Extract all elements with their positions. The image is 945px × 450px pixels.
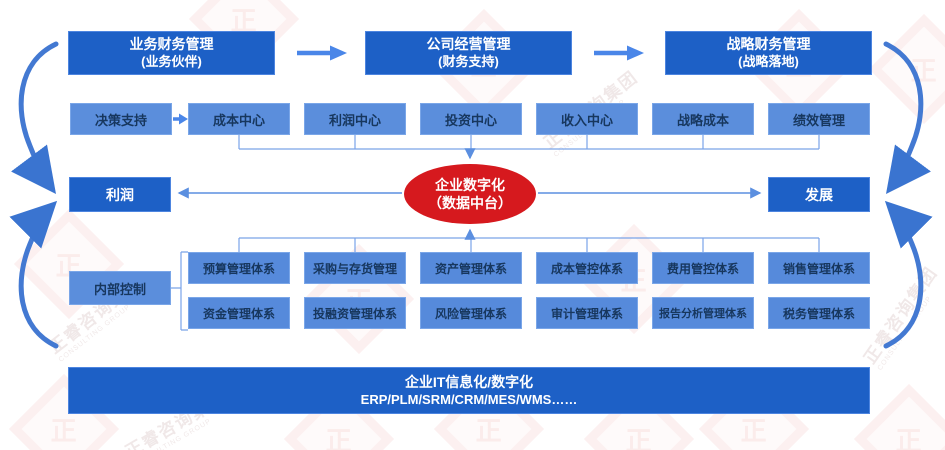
box-sales-system: 销售管理体系 bbox=[768, 252, 870, 284]
box-company-operation: 公司经营管理 (财务支持) bbox=[365, 31, 572, 75]
box-strategic-finance: 战略财务管理 (战略落地) bbox=[665, 31, 872, 75]
box-budget-system: 预算管理体系 bbox=[188, 252, 290, 284]
box-profit-center: 利润中心 bbox=[304, 103, 406, 135]
box-title: 战略财务管理 bbox=[726, 36, 811, 53]
hub-line2: （数据中台） bbox=[428, 195, 512, 211]
hub-digitalization: 企业数字化 （数据中台） bbox=[404, 164, 536, 224]
box-title: 公司经营管理 bbox=[426, 36, 511, 53]
box-capital-system: 资金管理体系 bbox=[188, 297, 290, 329]
box-cost-control-system: 成本管控体系 bbox=[536, 252, 638, 284]
flow-arrow-2 bbox=[594, 45, 644, 61]
box-subtitle: (业务伙伴) bbox=[141, 54, 202, 69]
box-decision-support: 决策支持 bbox=[70, 103, 172, 135]
box-asset-system: 资产管理体系 bbox=[420, 252, 522, 284]
box-revenue-center: 收入中心 bbox=[536, 103, 638, 135]
box-subtitle: (财务支持) bbox=[438, 54, 499, 69]
watermark-stamp: 正 bbox=[868, 13, 945, 125]
it-banner-title: 企业IT信息化/数字化 bbox=[404, 373, 534, 390]
box-profit: 利润 bbox=[69, 177, 171, 212]
box-strategic-cost: 战略成本 bbox=[652, 103, 754, 135]
box-investment-center: 投资中心 bbox=[420, 103, 522, 135]
internal-control-bracket bbox=[171, 251, 188, 331]
box-title: 业务财务管理 bbox=[129, 36, 214, 53]
box-business-finance: 业务财务管理 (业务伙伴) bbox=[68, 31, 275, 75]
decision-arrow bbox=[173, 113, 188, 125]
box-tax-system: 税务管理体系 bbox=[768, 297, 870, 329]
bottom-bus-lines bbox=[238, 237, 820, 252]
arc-left-top bbox=[11, 41, 59, 195]
flow-arrow-1 bbox=[297, 45, 347, 61]
box-performance-mgmt: 绩效管理 bbox=[768, 103, 870, 135]
box-expense-control-system: 费用管控体系 bbox=[652, 252, 754, 284]
box-development: 发展 bbox=[768, 177, 870, 212]
box-procurement-inventory: 采购与存货管理 bbox=[304, 252, 406, 284]
box-internal-control: 内部控制 bbox=[69, 271, 171, 305]
box-risk-system: 风险管理体系 bbox=[420, 297, 522, 329]
box-cost-center: 成本中心 bbox=[188, 103, 290, 135]
it-banner-systems: ERP/PLM/SRM/CRM/MES/WMS…… bbox=[360, 391, 578, 407]
box-investment-financing-system: 投融资管理体系 bbox=[304, 297, 406, 329]
hub-line1: 企业数字化 bbox=[435, 176, 505, 193]
top-bus-lines bbox=[238, 135, 820, 150]
box-subtitle: (战略落地) bbox=[738, 54, 799, 69]
it-banner: 企业IT信息化/数字化 ERP/PLM/SRM/CRM/MES/WMS…… bbox=[68, 367, 870, 414]
box-report-analysis-system: 报告分析管理体系 bbox=[652, 297, 754, 329]
box-audit-system: 审计管理体系 bbox=[536, 297, 638, 329]
